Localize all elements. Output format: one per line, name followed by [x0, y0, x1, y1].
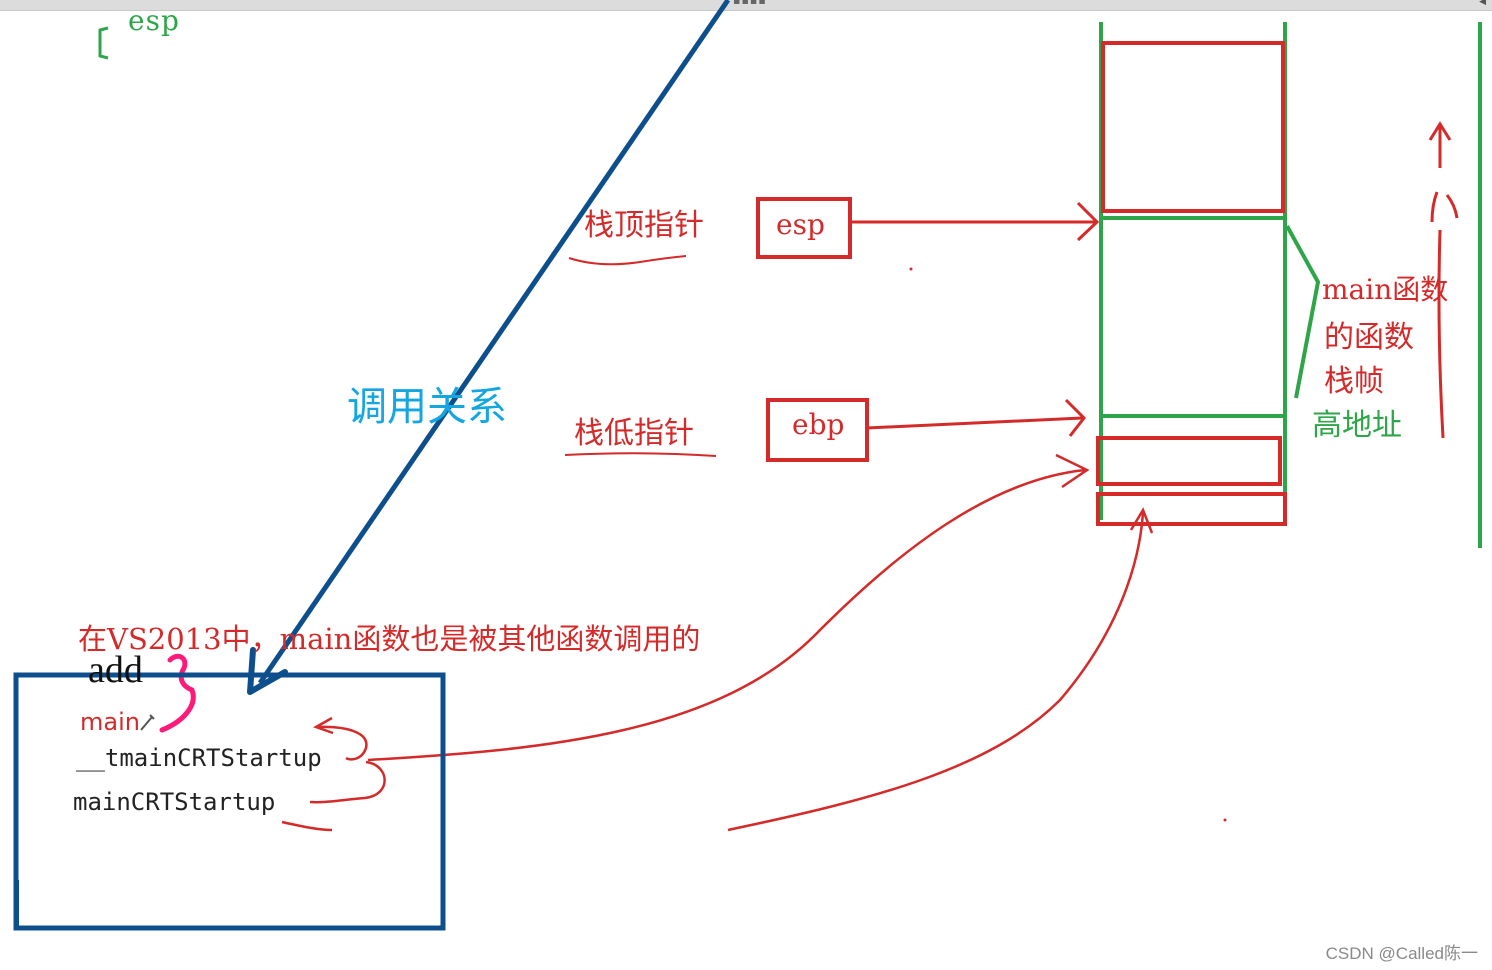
high-address-arrow	[1428, 121, 1459, 439]
call-stack-maincrtstartup: mainCRTStartup	[73, 788, 276, 816]
caller-frame-cell-2	[1096, 492, 1287, 526]
window-top-bar: ▪▪▪▪ ◀	[0, 0, 1492, 11]
stack-bottom-pointer-label: 栈低指针	[574, 416, 694, 451]
top-esp-fragment: esp	[128, 4, 180, 37]
bottom-pointer-underline	[564, 452, 717, 457]
maincrt-underline-curve	[281, 820, 333, 832]
caller-frame-cell-1	[1096, 436, 1282, 486]
esp-register-label: esp	[776, 208, 825, 241]
add-main-call-mark	[159, 653, 196, 733]
ebp-arrow-head	[1064, 398, 1086, 437]
tmain-curve-head	[1055, 453, 1090, 489]
csdn-watermark: CSDN @Called陈一	[1325, 944, 1478, 963]
upper-stack-cell	[1101, 41, 1285, 213]
call-stack-tmaincrtstartup: __tmainCRTStartup	[76, 744, 322, 772]
call-relation-label: 调用关系	[347, 384, 507, 430]
call-stack-main: main	[80, 708, 140, 736]
call-relation-arrow-head	[247, 647, 288, 695]
high-address-label: 高地址	[1312, 408, 1402, 443]
main-return-curl	[317, 725, 368, 761]
tmain-to-frame-curve	[367, 468, 1086, 762]
drag-handle-icon[interactable]: ▪▪▪▪	[733, 0, 767, 7]
ebp-register-label: ebp	[792, 408, 845, 441]
stray-dot	[1223, 818, 1227, 822]
maincrt-to-frame-curve	[727, 511, 1145, 832]
vs2013-note: 在VS2013中，main函数也是被其他函数调用的	[78, 622, 701, 656]
call-stack-box	[13, 672, 446, 931]
call-stack-add: add	[88, 649, 143, 691]
esp-box	[756, 197, 852, 259]
frame-label-line1: main函数	[1322, 273, 1449, 306]
tmain-return-curl	[309, 760, 386, 804]
frame-label-line2: 的函数	[1324, 320, 1414, 355]
top-pointer-underline	[568, 255, 687, 266]
stray-dot	[909, 267, 913, 271]
ebp-arrow	[866, 416, 1083, 430]
frame-brace	[1285, 225, 1321, 399]
ebp-box	[766, 398, 869, 462]
pencil-icon	[140, 714, 155, 731]
esp-arrow-head	[1076, 201, 1100, 242]
green-bracket	[98, 26, 109, 60]
main-return-arrow-head	[312, 716, 334, 735]
call-relation-arrow	[257, 0, 731, 685]
stack-top-pointer-label: 栈顶指针	[584, 208, 704, 243]
frame-label-line3: 栈帧	[1324, 364, 1384, 399]
collapse-arrow-icon[interactable]: ◀	[1479, 0, 1486, 7]
maincrt-curve-head	[1129, 507, 1154, 534]
